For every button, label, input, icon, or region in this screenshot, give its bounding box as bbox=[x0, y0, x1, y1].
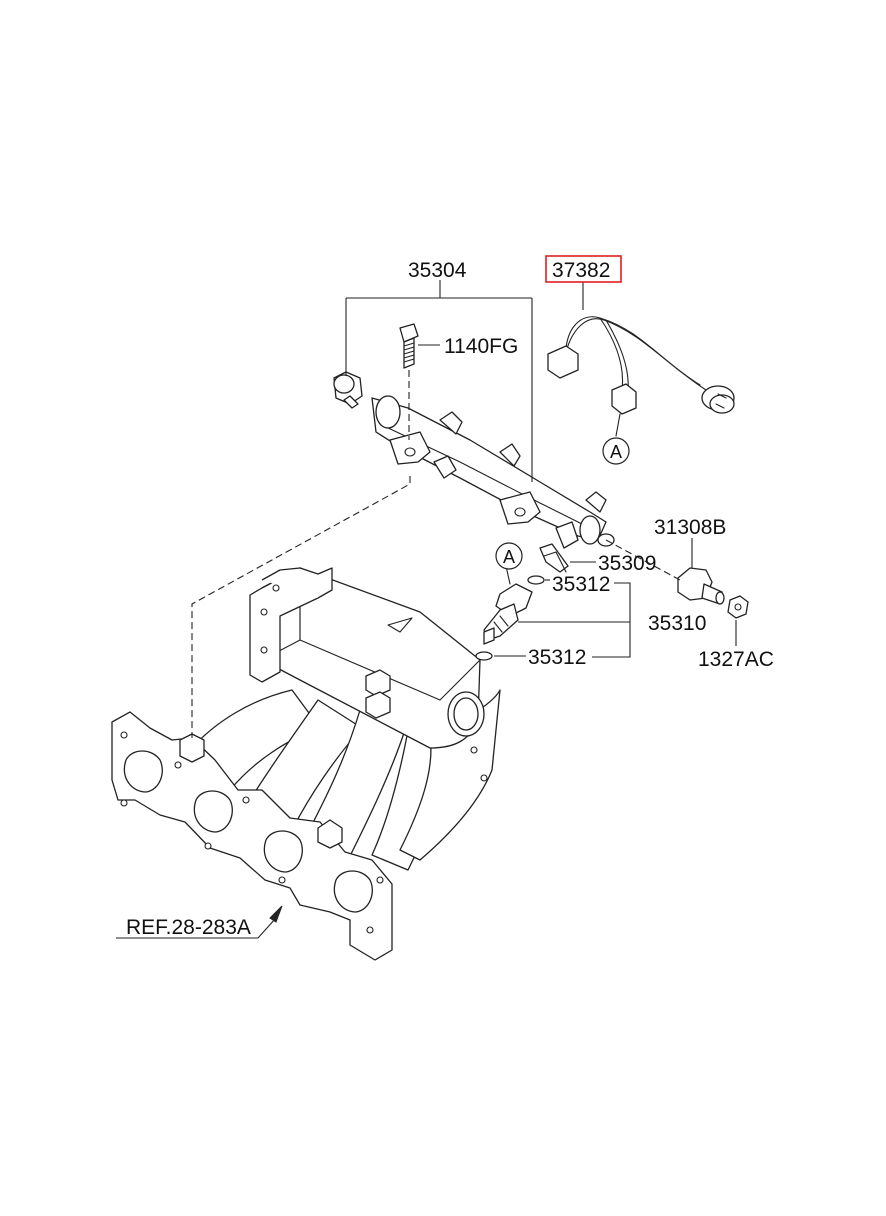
label-35312-upper[interactable]: 35312 bbox=[552, 573, 610, 596]
nut-1327ac bbox=[727, 595, 749, 619]
connector-ref-circle-top bbox=[602, 437, 630, 465]
pressure-regulator-31308b bbox=[605, 539, 725, 605]
injector-35310 bbox=[483, 565, 533, 645]
highlight-box-37382 bbox=[545, 255, 622, 283]
bolt-1140fg bbox=[399, 323, 419, 440]
connector-ref-circle-injector bbox=[495, 542, 523, 570]
label-35309[interactable]: 35309 bbox=[598, 552, 656, 575]
label-31308b[interactable]: 31308B bbox=[654, 516, 726, 539]
oring-upper-35312 bbox=[527, 575, 545, 585]
fuel-feed-fitting bbox=[333, 371, 363, 409]
label-1327ac[interactable]: 1327AC bbox=[698, 648, 774, 671]
wiring-harness-37382 bbox=[547, 316, 735, 437]
leader-lines bbox=[116, 280, 737, 939]
label-1140fg[interactable]: 1140FG bbox=[444, 335, 518, 358]
label-37382[interactable]: 37382 bbox=[552, 259, 610, 282]
label-35312-lower[interactable]: 35312 bbox=[528, 646, 586, 669]
intake-manifold bbox=[111, 567, 501, 961]
label-ref-28-283a[interactable]: REF.28-283A bbox=[126, 916, 251, 939]
fuel-rail bbox=[371, 395, 615, 549]
alignment-line bbox=[191, 476, 411, 738]
label-connector-ref-injector: A bbox=[503, 547, 515, 567]
label-connector-ref-top: A bbox=[610, 442, 622, 462]
label-35310[interactable]: 35310 bbox=[648, 612, 706, 635]
oring-lower-35312 bbox=[475, 651, 493, 661]
label-35304[interactable]: 35304 bbox=[408, 259, 467, 282]
clip-35309 bbox=[539, 543, 569, 573]
